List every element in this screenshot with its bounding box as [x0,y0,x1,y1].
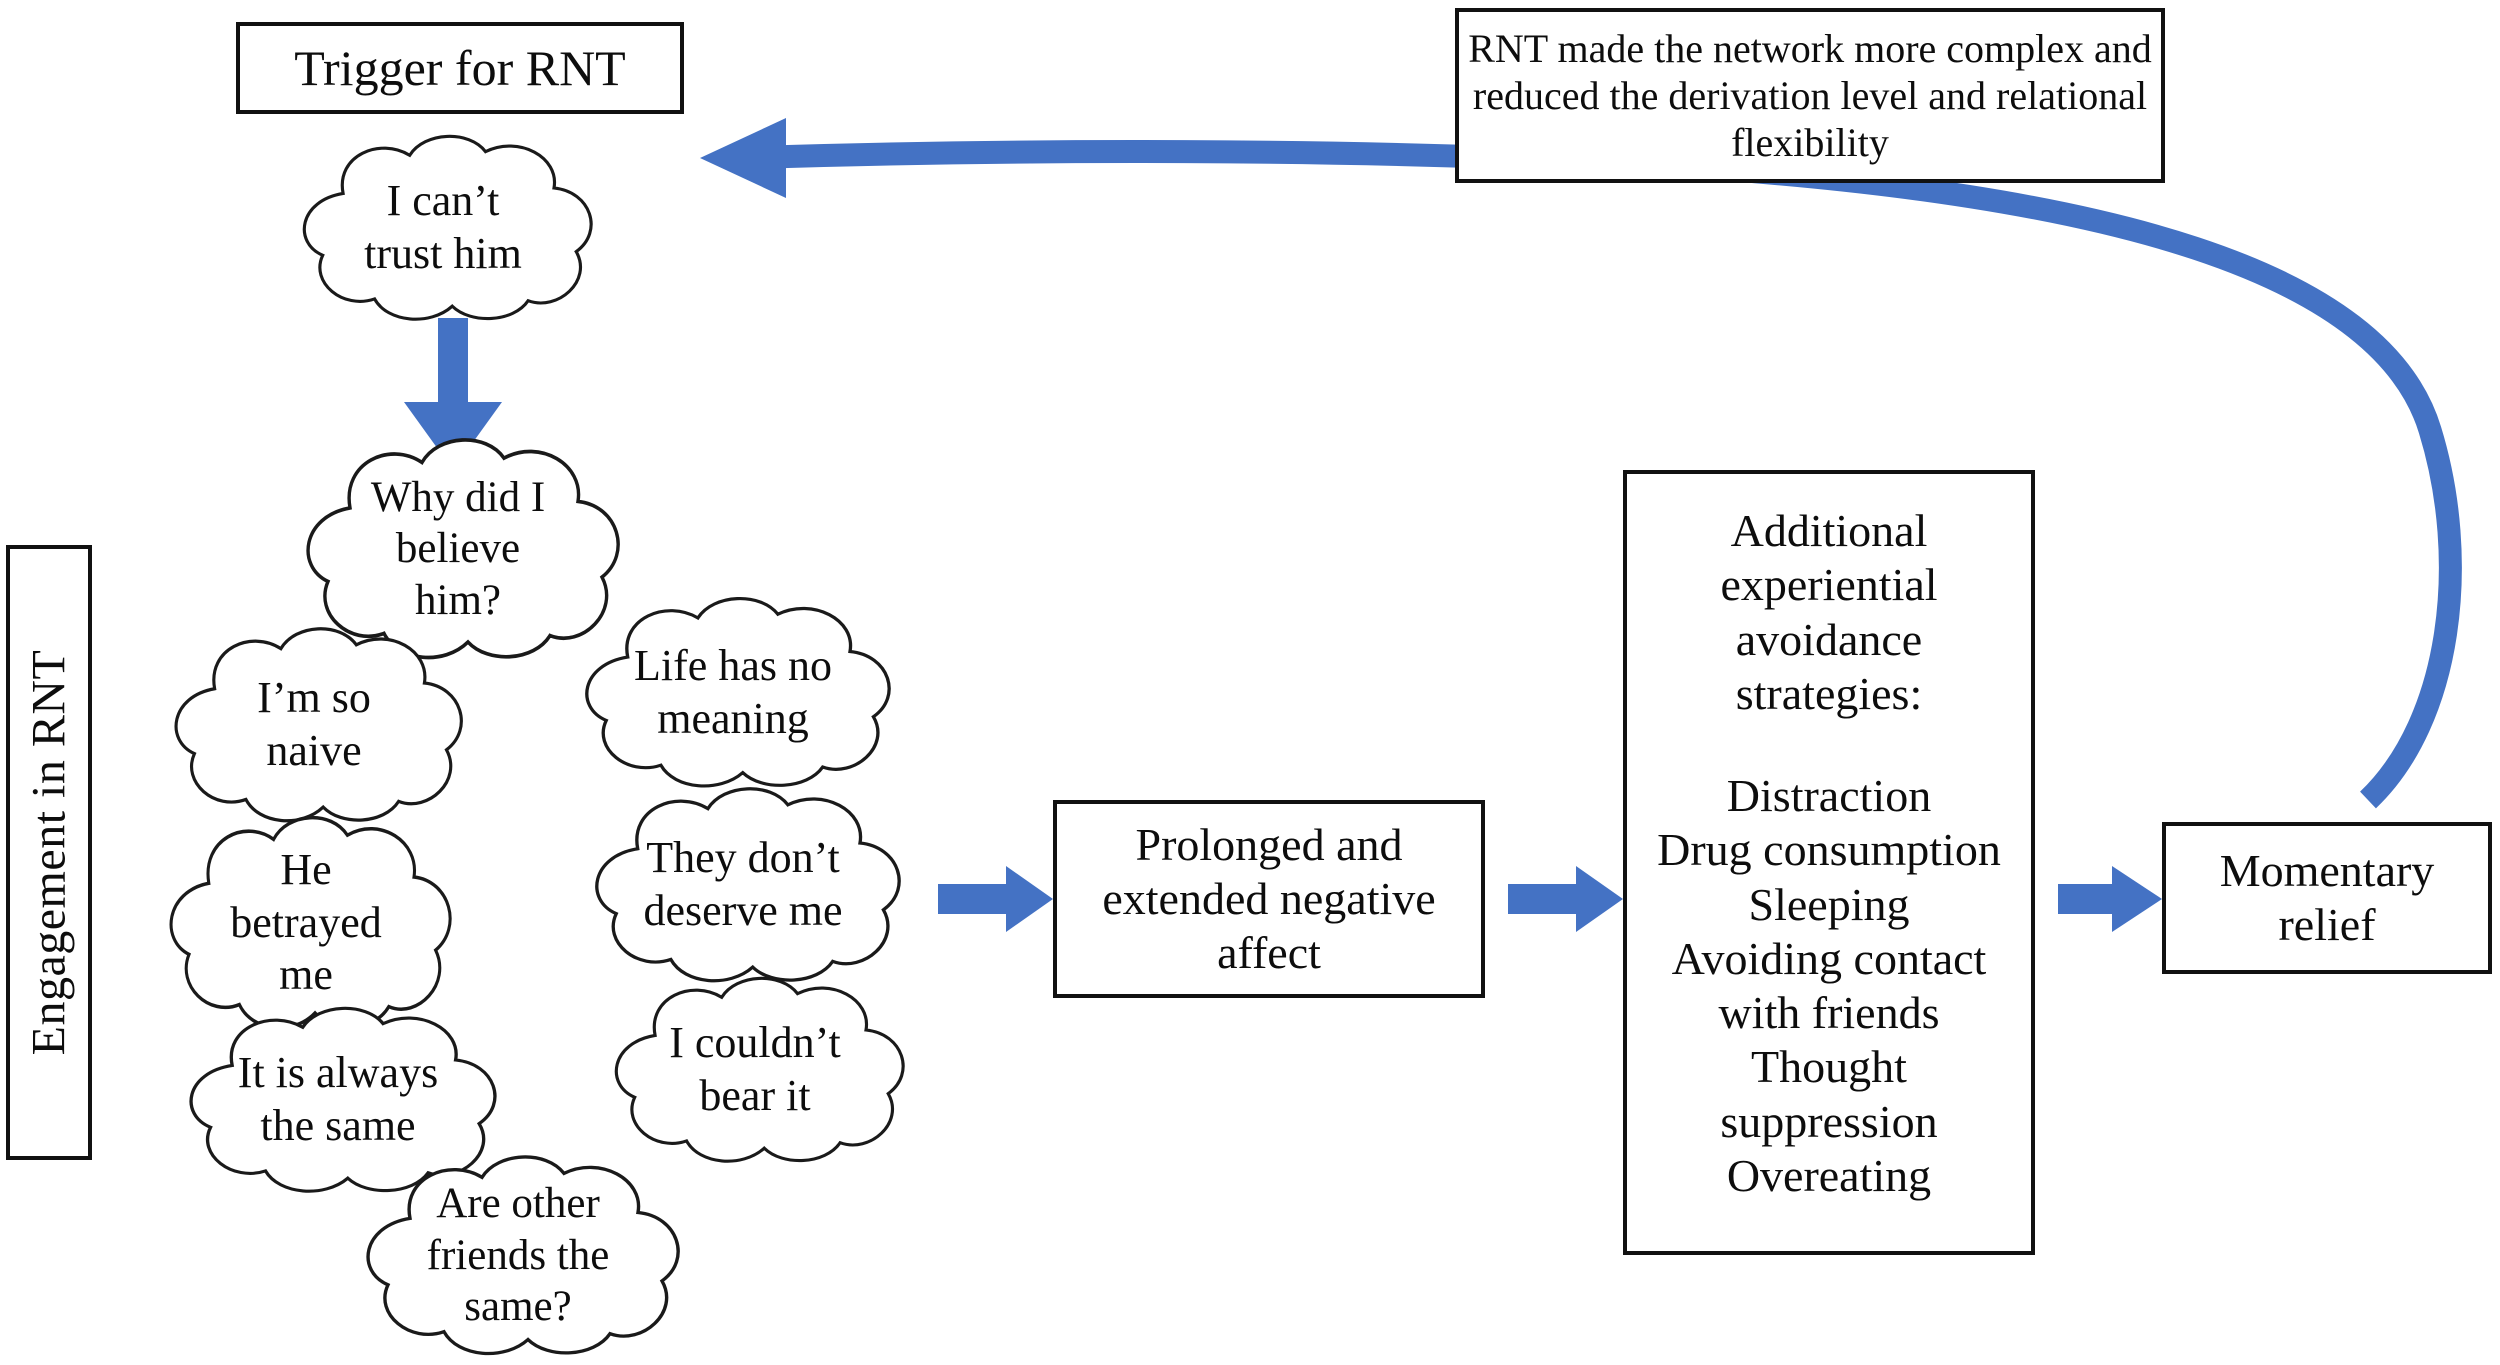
trigger-for-rnt-label: Trigger for RNT [294,39,626,96]
thought-cloud: I can’t trust him [258,128,628,328]
rnt-network-note-box: RNT made the network more complex and re… [1455,8,2165,183]
avoidance-strategies-heading: Additional experiential avoidance strate… [1720,505,1938,719]
strategies-list: Distraction Drug consumption Sleeping Av… [1627,769,2031,1203]
thought-cloud-label: He betrayed me [230,844,382,1000]
thought-cloud-label: I can’t trust him [364,176,522,278]
strategy-item: with friends [1718,987,1940,1039]
cloud-shape-icon [174,627,463,823]
cloud-shape-icon [366,1155,680,1356]
strategy-item: Thought [1751,1041,1907,1093]
thought-cloud: It is always the same [142,1000,534,1200]
strategy-item: Avoiding contact [1671,932,1987,984]
thought-cloud-label: Life has no meaning [634,640,832,743]
prolonged-negative-affect-box: Prolonged and extended negative affect [1053,800,1485,998]
thought-cloud-label: I’m so naive [257,673,371,775]
thought-cloud-label: Why did I believe him? [370,473,546,624]
momentary-relief-box: Momentary relief [2162,822,2492,974]
rnt-network-note-label: RNT made the network more complex and re… [1468,25,2152,166]
thought-cloud: He betrayed me [126,808,486,1038]
cloud-shape-icon [302,134,593,321]
thought-cloud: I’m so naive [130,620,498,830]
affect-to-strategies-arrow [1508,866,1623,932]
avoidance-strategies-box: Additional experiential avoidance strate… [1623,470,2035,1255]
engagement-in-rnt-box: Engagement in RNT [6,545,92,1160]
thought-cloud-label: Are other friends the same? [426,1180,610,1331]
engagement-in-rnt-label: Engagement in RNT [22,649,76,1056]
thought-cloud-label: I couldn’t bear it [669,1018,841,1120]
thought-cloud: I couldn’t bear it [570,970,940,1170]
cloud-shape-icon [595,787,901,983]
cloud-shape-icon [585,596,891,788]
rumination-to-affect-arrow [938,866,1053,932]
thought-cloud-label: They don’t deserve me [643,833,843,935]
thought-cloud: They don’t deserve me [548,780,938,990]
strategies-to-relief-arrow [2058,866,2162,932]
thought-cloud: Life has no meaning [538,590,928,795]
thought-cloud: Are other friends the same? [318,1148,718,1363]
strategy-item: Sleeping [1748,878,1910,930]
momentary-relief-label: Momentary relief [2219,844,2435,950]
strategy-item: Distraction [1726,770,1932,822]
prolonged-negative-affect-label: Prolonged and extended negative affect [1102,818,1436,979]
relief-feedback-arrow [700,118,2462,809]
thought-cloud-label: It is always the same [237,1048,439,1150]
strategy-item: suppression [1720,1095,1938,1147]
thought-cloud: Why did I believe him? [258,430,658,668]
cloud-shape-icon [189,1006,497,1193]
strategy-item: Overeating [1726,1149,1932,1201]
strategy-item: Drug consumption [1657,824,2001,876]
cloud-shape-icon [306,438,620,660]
strategies-spacer [1627,721,2031,769]
cloud-shape-icon [169,815,452,1030]
cloud-shape-icon [614,976,905,1163]
trigger-for-rnt-box: Trigger for RNT [236,22,684,114]
